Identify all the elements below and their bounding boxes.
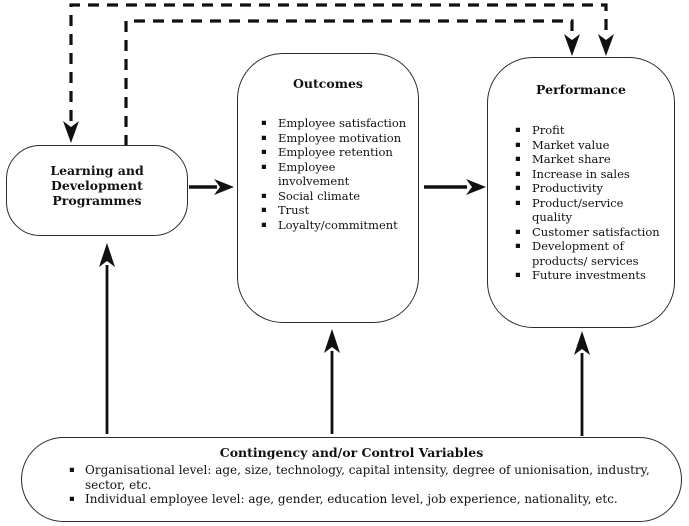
contingency-variables-title: Contingency and/or Control Variables [219, 445, 484, 460]
arrow-contingency-to-outcomes [324, 329, 340, 434]
list-item: Profit [513, 123, 667, 138]
list-item: Employee motivation [259, 131, 410, 146]
list-item: Productivity [513, 181, 667, 196]
performance-box: Performance Profit Market value Market s… [487, 57, 675, 328]
list-item: Employee satisfaction [259, 116, 410, 131]
arrowhead-down-into-performance-outer [598, 34, 614, 56]
arrowhead-down-into-performance-inner [564, 34, 580, 56]
performance-list: Profit Market value Market share Increas… [513, 123, 667, 283]
arrow-contingency-to-learning [99, 243, 115, 434]
performance-title: Performance [536, 82, 626, 97]
list-item: Employee involvement [259, 160, 410, 189]
list-item: Individual employee level: age, gender, … [67, 492, 661, 507]
learning-development-box: Learning and Development Programmes [6, 145, 188, 236]
list-item: Increase in sales [513, 167, 667, 182]
list-item: Customer satisfaction [513, 225, 667, 240]
outcomes-box: Outcomes Employee satisfaction Employee … [237, 53, 419, 323]
list-item: Market value [513, 138, 667, 153]
arrow-learning-to-outcomes [189, 179, 234, 195]
arrowhead-down-into-learning [63, 121, 79, 143]
contingency-list: Organisational level: age, size, technol… [67, 463, 661, 507]
list-item: Market share [513, 152, 667, 167]
outcomes-list: Employee satisfaction Employee motivatio… [259, 116, 410, 232]
arrow-outcomes-to-performance [424, 179, 486, 195]
list-item: Future investments [513, 268, 667, 283]
list-item: Social climate [259, 189, 410, 204]
list-item: Trust [259, 203, 410, 218]
list-item: Development of products/ services [513, 239, 667, 268]
learning-development-title: Learning and Development Programmes [50, 163, 144, 208]
list-item: Loyalty/commitment [259, 218, 410, 233]
list-item: Product/service quality [513, 196, 667, 225]
contingency-variables-box: Contingency and/or Control Variables Org… [21, 437, 682, 522]
list-item: Organisational level: age, size, technol… [67, 463, 661, 492]
outcomes-title: Outcomes [293, 76, 363, 91]
list-item: Employee retention [259, 145, 410, 160]
arrow-contingency-to-performance [574, 331, 590, 436]
